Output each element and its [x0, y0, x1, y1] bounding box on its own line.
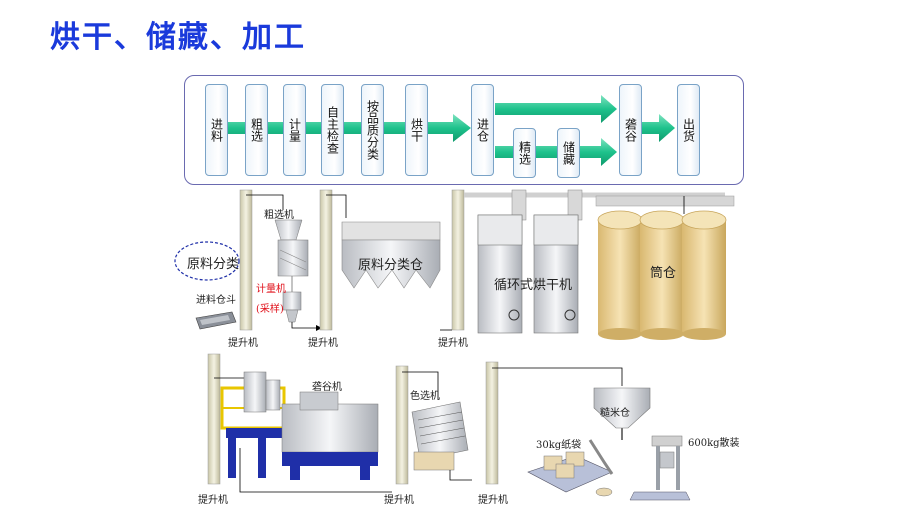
flow-step-dry: 烘干 — [405, 84, 428, 176]
coarse-selector-label: 粗选机 — [264, 210, 294, 221]
flow-step-ship: 出货 — [677, 84, 700, 176]
silo-group-icon — [595, 195, 735, 340]
color-sorter-label: 色选机 — [410, 391, 440, 402]
color-sorter-icon — [411, 401, 469, 471]
dryer-label: 循环式烘干机 — [494, 278, 573, 293]
bagging-station-icon — [527, 439, 614, 497]
page-title: 烘干、储藏、加工 — [50, 20, 306, 55]
flow-step-storage: 储藏 — [557, 128, 580, 178]
flow-arrow-out — [641, 114, 675, 142]
flow-step-selfcheck: 自主检查 — [321, 84, 344, 176]
brown-rice-bin-icon — [593, 387, 651, 440]
flow-arrow-lower — [495, 138, 617, 166]
elevator-label-3: 提升机 — [438, 338, 468, 349]
flow-step-store-in: 进仓 — [471, 84, 494, 176]
metering-label: 计量机 — [256, 284, 286, 295]
elevator-label-2: 提升机 — [308, 338, 338, 349]
flow-step-refine: 精选 — [513, 128, 536, 178]
raw-bin-label: 原料分类仓 — [358, 258, 424, 273]
raw-material-bin-icon — [341, 221, 441, 289]
bag-30kg-label: 30kg纸袋 — [536, 440, 582, 451]
sampling-label: (采样) — [256, 304, 284, 315]
huller-label: 砻谷机 — [312, 382, 342, 393]
raw-sort-label: 原料分类 — [187, 257, 240, 272]
intake-hopper-icon — [195, 311, 237, 330]
elevator-6-icon — [485, 361, 623, 485]
raw-sort-bubble — [174, 241, 240, 281]
elevator-label-1: 提升机 — [228, 338, 258, 349]
intake-hopper-label: 进料仓斗 — [196, 295, 236, 306]
metering-machine-icon — [282, 276, 302, 323]
bulk-600kg-label: 600kg散装 — [688, 438, 740, 449]
process-flow-panel: 进料 粗选 计量 自主检查 按品质分类 烘干 进仓 精选 储藏 砻谷 出货 — [184, 75, 744, 185]
elevator-3-icon — [440, 189, 725, 331]
flow-step-grade: 按品质分类 — [361, 84, 384, 176]
coarse-selector-icon — [274, 219, 309, 277]
elevator-label-6: 提升机 — [478, 495, 508, 506]
flow-step-hull: 砻谷 — [619, 84, 642, 176]
huller-machine-icon — [220, 371, 379, 480]
elevator-label-5: 提升机 — [384, 495, 414, 506]
elevator-label-4: 提升机 — [198, 495, 228, 506]
elevator-1-icon — [239, 189, 284, 331]
flow-step-intake: 进料 — [205, 84, 228, 176]
flow-arrow-upper — [495, 95, 617, 123]
dryer-2-icon — [533, 189, 583, 334]
bulk-station-icon — [629, 435, 691, 501]
elevator-2-icon — [319, 189, 347, 331]
flow-step-coarse: 粗选 — [245, 84, 268, 176]
dryer-1-icon — [477, 189, 527, 334]
elevator-5-icon — [395, 365, 439, 485]
flow-step-metering: 计量 — [283, 84, 306, 176]
brown-rice-bin-label: 糙米仓 — [600, 408, 630, 419]
silo-label: 筒仓 — [650, 266, 677, 281]
